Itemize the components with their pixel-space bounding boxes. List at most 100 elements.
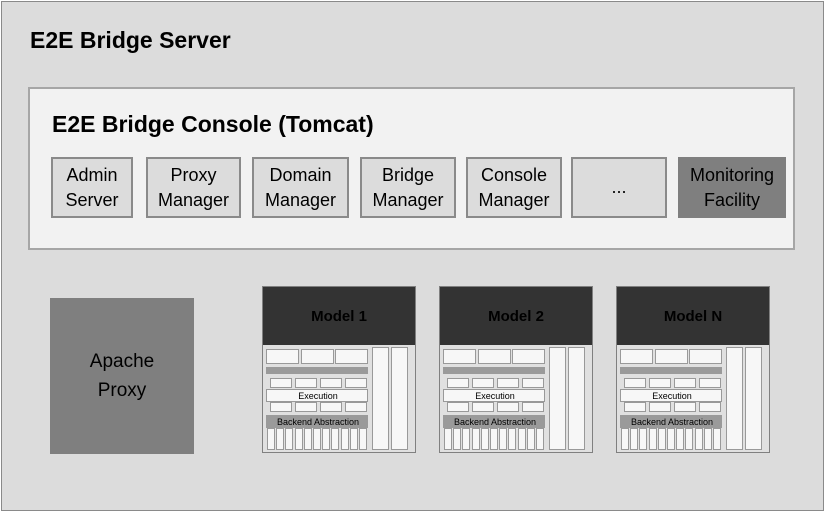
module-bridge-manager: Bridge Manager [360,157,456,218]
model-internals [620,347,766,450]
model-internals [443,347,589,450]
component-block [447,378,469,388]
component-block [522,378,544,388]
component-block [699,378,721,388]
layer-bar [620,367,722,374]
component-block [649,402,671,412]
connector-column [285,428,294,450]
model-internals [266,347,412,450]
component-block [497,378,519,388]
service-block [478,349,511,364]
module-ellipsis: ... [571,157,667,218]
connector-column [359,428,367,450]
console-title: E2E Bridge Console (Tomcat) [52,111,374,137]
component-block [320,378,342,388]
service-block [443,349,476,364]
model-box: Model 1 Execution Backend Abstraction [262,286,416,453]
connector-column [322,428,331,450]
execution-layer [266,389,368,402]
component-block [674,378,696,388]
connector-column [685,428,694,450]
side-column [745,347,762,450]
backend-abstraction-label: Backend Abstraction [630,417,714,427]
connector-column [676,428,685,450]
connector-column [340,428,349,450]
service-block [655,349,688,364]
execution-layer [620,389,722,402]
connector-column [444,428,452,450]
component-block [295,402,317,412]
layer-bar [266,367,368,374]
execution-label: Execution [475,391,515,401]
component-block [472,378,494,388]
connector-column [471,428,480,450]
component-block [447,402,469,412]
model-title: Model 2 [440,287,592,345]
connector-column [526,428,535,450]
connector-column [508,428,517,450]
backend-layer [620,415,722,428]
connector-column [303,428,312,450]
component-block [674,402,696,412]
connector-column [349,428,358,450]
console-box: E2E Bridge Console (Tomcat) Admin Server… [28,87,795,250]
component-block [270,378,292,388]
backend-layer [443,415,545,428]
connector-column [490,428,498,450]
connector-column [517,428,526,450]
module-console-manager: Console Manager [466,157,562,218]
layer-bar [443,367,545,374]
server-title: E2E Bridge Server [30,27,231,53]
component-block [522,402,544,412]
side-column [549,347,566,450]
model-title: Model N [617,287,769,345]
connector-column [536,428,544,450]
component-block [295,378,317,388]
service-block [620,349,653,364]
model-title: Model 1 [263,287,415,345]
backend-abstraction-label: Backend Abstraction [453,417,537,427]
service-block [335,349,368,364]
connector-column [499,428,508,450]
side-column [568,347,585,450]
component-block [270,402,292,412]
connector-column [639,428,648,450]
component-block [624,402,646,412]
component-block [472,402,494,412]
connector-column [276,428,285,450]
model-box: Model 2 Execution Backend Abstraction [439,286,593,453]
side-column [372,347,389,450]
service-block [689,349,722,364]
service-block [301,349,334,364]
component-block [624,378,646,388]
connector-column [657,428,666,450]
model-box: Model N Execution Backend Abstraction [616,286,770,453]
connector-column [294,428,303,450]
connector-column [713,428,721,450]
module-monitoring-facility: Monitoring Facility [678,157,786,218]
connector-column [694,428,703,450]
connector-column [703,428,712,450]
backend-abstraction-label: Backend Abstraction [276,417,360,427]
connector-column [630,428,639,450]
connector-column [621,428,629,450]
backend-layer [266,415,368,428]
component-block [320,402,342,412]
connector-column [667,428,675,450]
side-column [726,347,743,450]
service-block [266,349,299,364]
connector-column [453,428,462,450]
service-block [512,349,545,364]
connector-column [267,428,275,450]
execution-label: Execution [652,391,692,401]
module-domain-manager: Domain Manager [252,157,349,218]
component-block [649,378,671,388]
component-block [345,402,367,412]
module-proxy-manager: Proxy Manager [146,157,241,218]
connector-column [648,428,657,450]
side-column [391,347,408,450]
component-block [699,402,721,412]
connector-column [462,428,471,450]
module-admin-server: Admin Server [51,157,133,218]
